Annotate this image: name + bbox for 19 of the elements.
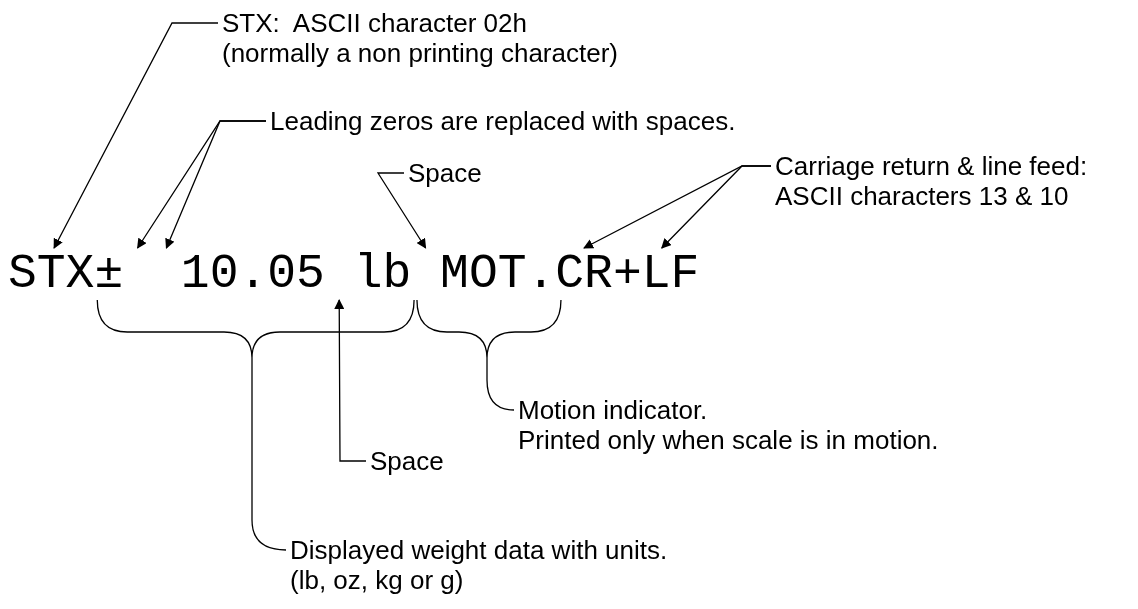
annotation-text: Carriage return & line feed:: [775, 151, 1088, 181]
annotation-text: Space: [408, 158, 482, 188]
brace-leader: [96, 299, 415, 551]
brace-leader: [416, 299, 562, 411]
leader-arrow: [165, 120, 267, 249]
annotation-text: (normally a non printing character): [222, 38, 618, 68]
annotation-text: Displayed weight data with units.: [290, 535, 668, 565]
leader-arrow: [376, 172, 427, 249]
annotation-text: Motion indicator.: [518, 395, 709, 425]
annotation-text: Printed only when scale is in motion.: [518, 425, 939, 455]
annotation-text: Space: [370, 446, 444, 476]
leader-arrow: [661, 165, 772, 249]
annotation-text: ASCII characters 13 & 10: [775, 181, 1070, 211]
leader-arrow: [53, 22, 219, 249]
leader-arrow: [334, 299, 367, 462]
annotation-text: STX: ASCII character 02h: [222, 8, 528, 38]
data-string: STX± 10.05 lb MOT.CR+LF: [8, 250, 700, 298]
annotation-text: Leading zeros are replaced with spaces.: [270, 106, 736, 136]
annotation-text: (lb, oz, kg or g): [290, 565, 465, 595]
